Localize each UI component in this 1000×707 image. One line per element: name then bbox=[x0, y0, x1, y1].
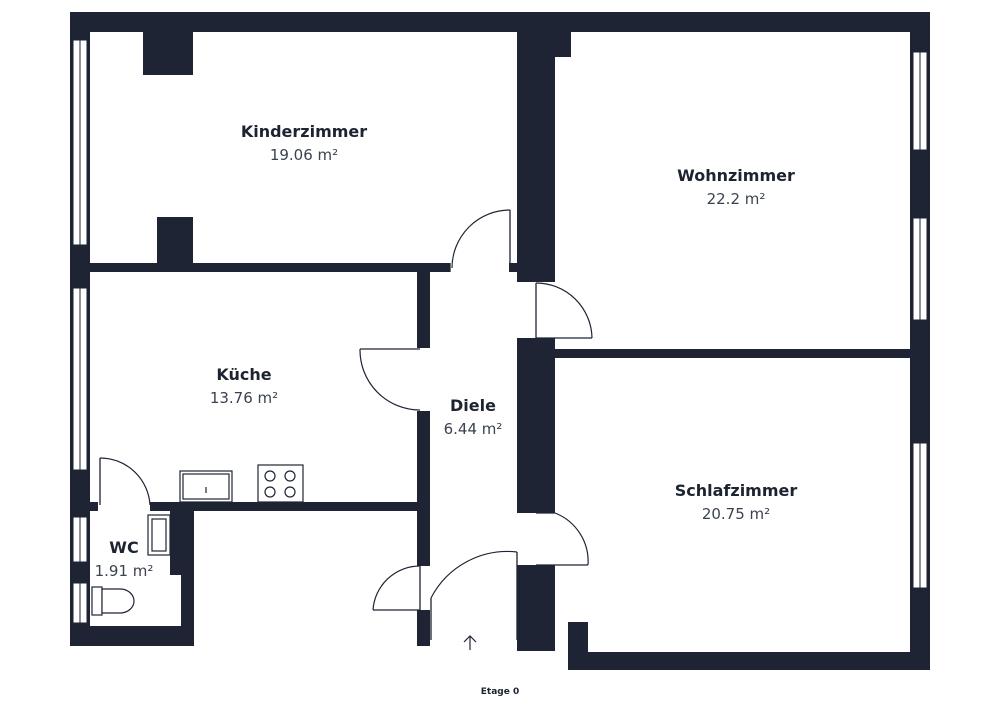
room-kinderzimmer: Kinderzimmer 19.06 m² bbox=[241, 122, 367, 164]
door-wc bbox=[99, 457, 151, 506]
wall-kueche-diele-lower bbox=[417, 411, 430, 566]
room-name: Diele bbox=[450, 396, 496, 415]
door-kinderzimmer bbox=[449, 209, 511, 272]
room-wohnzimmer: Wohnzimmer 22.2 m² bbox=[677, 166, 795, 208]
outer-walls bbox=[70, 12, 930, 670]
wall-diele-schlaf-lower bbox=[517, 565, 555, 651]
door-entrance bbox=[430, 550, 518, 640]
wall-kinder-wohn bbox=[517, 32, 555, 282]
toilet-icon bbox=[91, 586, 135, 616]
floor-label: Etage 0 bbox=[481, 687, 519, 697]
wall-bottom-schlafzimmer bbox=[568, 652, 930, 670]
room-area: 13.76 m² bbox=[210, 389, 278, 407]
room-schlafzimmer: Schlafzimmer 20.75 m² bbox=[675, 481, 798, 523]
wall-diele-schlaf bbox=[517, 338, 555, 513]
room-name: Schlafzimmer bbox=[675, 481, 798, 500]
up-arrow-icon bbox=[463, 635, 477, 650]
stove-icon bbox=[257, 464, 304, 503]
room-diele: Diele 6.44 m² bbox=[444, 396, 503, 438]
room-area: 19.06 m² bbox=[270, 146, 338, 164]
room-name: Wohnzimmer bbox=[677, 166, 795, 185]
room-area: 20.75 m² bbox=[702, 505, 770, 523]
doors bbox=[99, 209, 593, 640]
room-name: Küche bbox=[216, 365, 271, 384]
door-wohnzimmer bbox=[535, 282, 593, 339]
chimney-top bbox=[143, 32, 193, 75]
wall-kueche-bottom-stub bbox=[90, 502, 98, 511]
room-area: 22.2 m² bbox=[707, 190, 766, 208]
sink-icon bbox=[179, 470, 233, 503]
wall-kinder-diele-stub bbox=[509, 263, 519, 272]
door-kueche bbox=[359, 348, 421, 411]
room-name: WC bbox=[109, 538, 138, 557]
wall-wc-right-lower bbox=[181, 575, 194, 646]
wall-wc-right bbox=[170, 511, 194, 575]
wall-schlafzimmer-step bbox=[568, 622, 588, 670]
wall-wohn-pillar bbox=[555, 32, 571, 57]
wc-sink-icon bbox=[147, 514, 171, 556]
wall-bottom-wc bbox=[70, 626, 194, 646]
room-area: 1.91 m² bbox=[95, 562, 154, 580]
wall-diele-bottom-left bbox=[417, 610, 430, 646]
wall-kueche-bottom bbox=[150, 502, 430, 511]
room-name: Kinderzimmer bbox=[241, 122, 367, 141]
wall-kueche-diele-upper bbox=[417, 272, 430, 348]
wall-kinder-kueche bbox=[90, 263, 450, 272]
door-storage bbox=[372, 565, 421, 611]
wall-top bbox=[70, 12, 930, 32]
wall-wohn-schlaf bbox=[555, 349, 910, 358]
interior-walls bbox=[90, 32, 910, 651]
chimney-bottom bbox=[157, 217, 193, 263]
windows bbox=[72, 39, 928, 624]
room-kueche: Küche 13.76 m² bbox=[210, 365, 278, 407]
room-area: 6.44 m² bbox=[444, 420, 503, 438]
room-wc: WC 1.91 m² bbox=[95, 538, 154, 580]
door-schlafzimmer bbox=[536, 512, 589, 566]
